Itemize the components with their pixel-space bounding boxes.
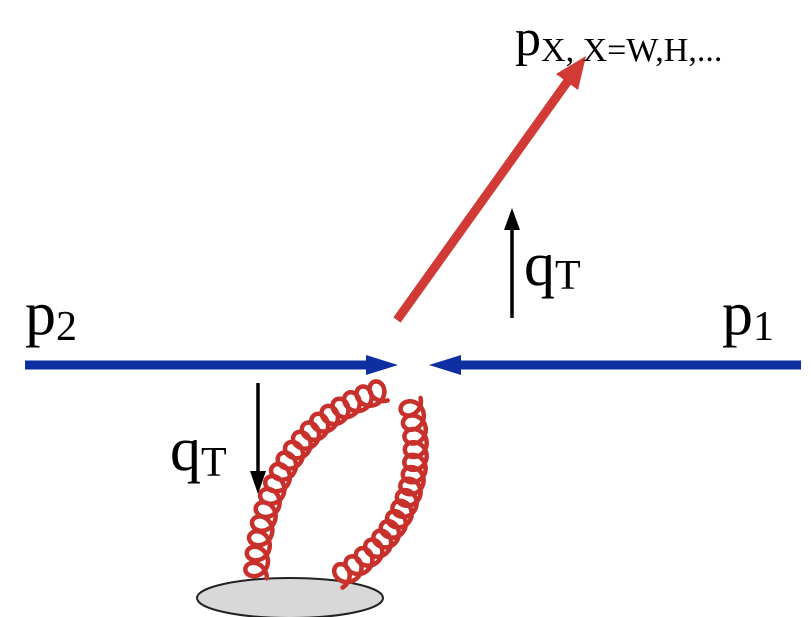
qt-upper-label: qT	[524, 231, 581, 299]
arrow-down-icon	[250, 471, 266, 494]
outgoing-particle	[393, 56, 586, 323]
arrow-up-right-icon	[556, 56, 586, 90]
gluon-line-right	[331, 395, 429, 590]
p1-main: p	[722, 280, 753, 348]
p2-main: p	[25, 280, 56, 348]
arrow-left-icon	[429, 355, 461, 375]
p1-sub: 1	[753, 304, 774, 350]
qt-lower-main: q	[170, 416, 201, 484]
qt-down-arrow	[250, 383, 266, 494]
qt-lower-sub: T	[201, 440, 227, 486]
px-sub: X	[541, 32, 566, 69]
p2-label: p2	[25, 280, 77, 350]
arrow-right-icon	[366, 355, 398, 375]
p1-label: p1	[722, 280, 774, 350]
arrow-up-icon	[504, 208, 520, 230]
qt-upper-main: q	[524, 231, 555, 299]
qt-up-arrow	[504, 208, 520, 318]
px-tail: , X=W,H,...	[566, 32, 723, 69]
px-main: p	[515, 10, 541, 67]
incoming-beam-left	[25, 355, 398, 375]
gluon-line-left	[243, 379, 390, 581]
hadron-blob	[196, 577, 384, 617]
qt-upper-sub: T	[555, 253, 581, 299]
incoming-beam-right	[429, 355, 801, 375]
qt-lower-label: qT	[170, 416, 227, 486]
p2-sub: 2	[56, 304, 77, 350]
px-label: pX, X=W,H,...	[515, 10, 722, 69]
